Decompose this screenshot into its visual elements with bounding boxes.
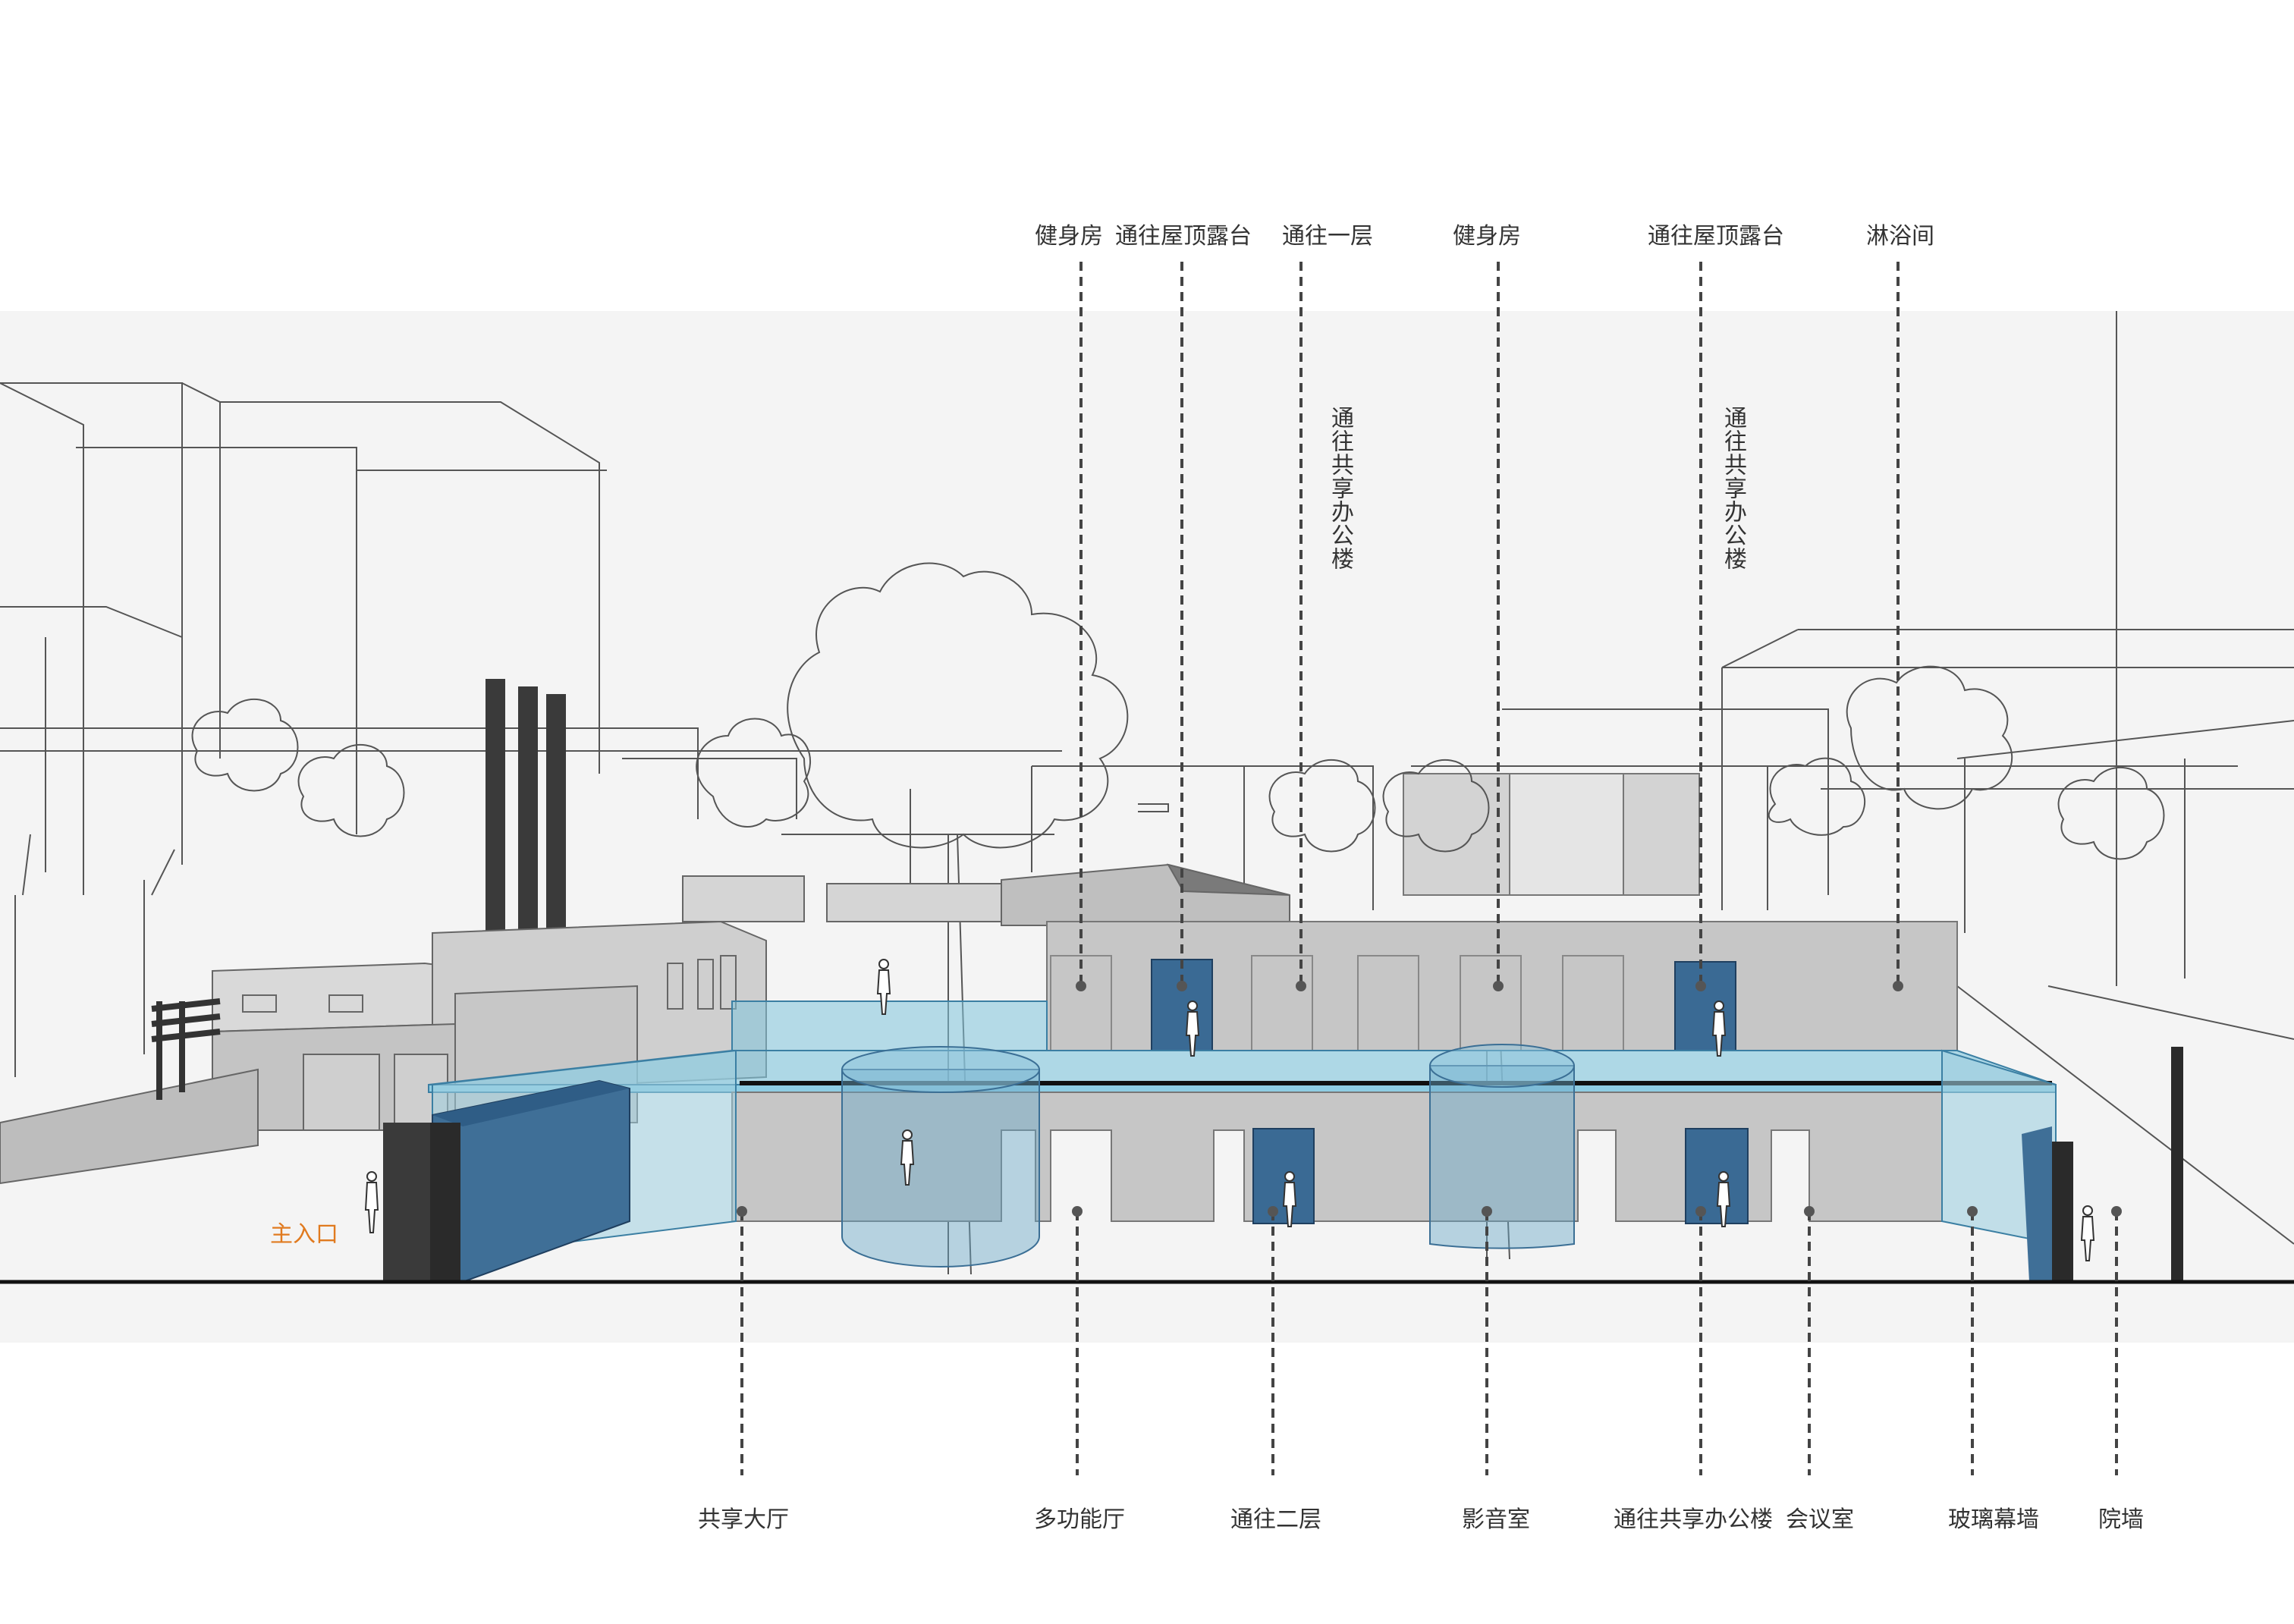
label-to-shared-office: 通往共享办公楼 [1614, 1506, 1773, 1533]
label-glass-curtain-wall: 玻璃幕墙 [1948, 1506, 2039, 1533]
back-buildings [682, 863, 1290, 926]
human-figures [364, 959, 2095, 1261]
label-to-roof-terrace-2: 通往屋顶露台 [1648, 223, 1784, 250]
glass-cylinders [841, 1044, 1575, 1267]
ground-doors [1252, 1128, 1749, 1224]
label-multipurpose-hall: 多功能厅 [1034, 1506, 1125, 1533]
label-to-office-vertical-2: 通往共享办公楼 [1720, 406, 1746, 570]
leader-lines [740, 262, 2118, 1475]
label-shared-hall: 共享大厅 [698, 1506, 789, 1533]
label-to-first-floor: 通往一层 [1282, 223, 1373, 250]
label-meeting-room: 会议室 [1786, 1506, 1854, 1533]
label-to-roof-terrace-1: 通往屋顶露台 [1115, 223, 1252, 250]
label-main-entrance: 主入口 [270, 1221, 338, 1248]
label-courtyard-wall: 院墙 [2098, 1506, 2144, 1533]
left-buildings [0, 920, 767, 1185]
right-end-walls [2022, 1047, 2183, 1282]
leader-dots [737, 981, 2122, 1217]
entrance-block [383, 1079, 630, 1283]
label-shower-room: 淋浴间 [1866, 223, 1934, 250]
label-gym-1: 健身房 [1035, 223, 1103, 250]
ground-floor [731, 1092, 1943, 1222]
chimneys [486, 679, 566, 937]
left-fence [151, 998, 221, 1100]
label-to-office-vertical-1: 通往共享办公楼 [1327, 406, 1353, 570]
background-blocks [1403, 773, 1700, 896]
label-av-room: 影音室 [1462, 1506, 1530, 1533]
label-to-second-floor: 通往二层 [1230, 1506, 1321, 1533]
label-gym-2: 健身房 [1453, 223, 1521, 250]
